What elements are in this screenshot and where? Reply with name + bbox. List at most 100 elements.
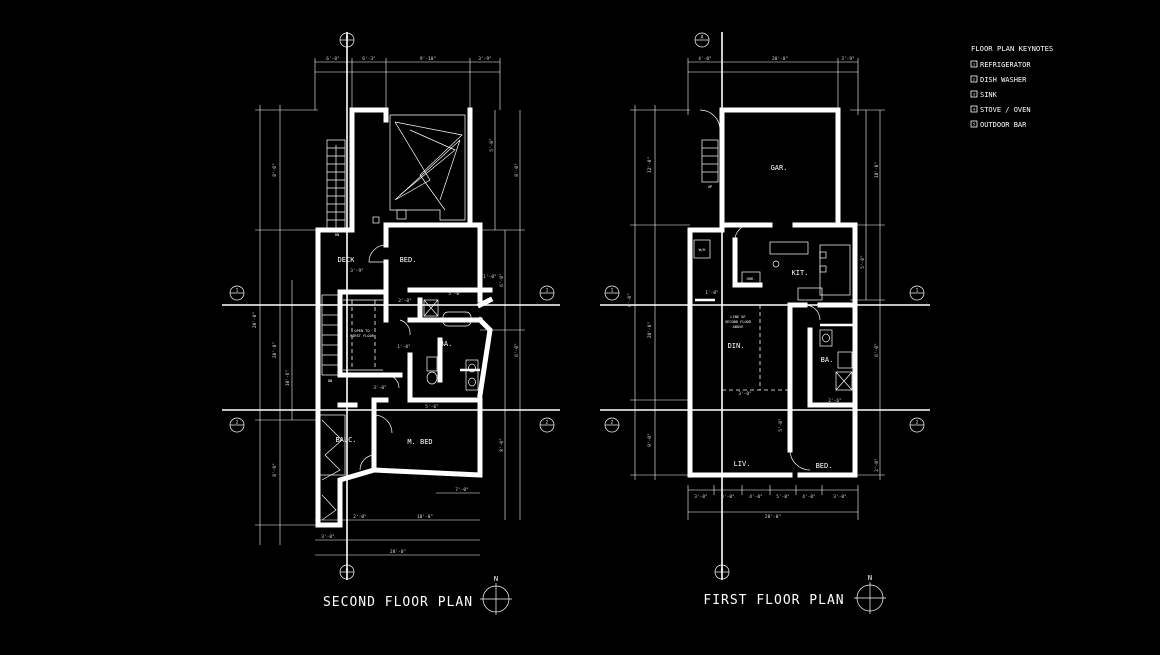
kitchen-counter xyxy=(819,244,851,296)
grid-label: 1 xyxy=(916,288,919,294)
header-box xyxy=(741,271,761,285)
second-floor-fixtures xyxy=(319,244,479,521)
dim-label: 12'-0" xyxy=(647,157,653,173)
dim-label: 8'-9" xyxy=(272,463,278,477)
second-floor-dimensions: 6'-0" 6'-3" 9'-10" 3'-9" 8'-0" 20'-0" 10… xyxy=(252,56,525,556)
room-label-master-bed: M. BED xyxy=(407,438,432,446)
keynote-item-outdoor-bar: 5 OUTDOOR BAR xyxy=(970,120,1027,129)
header-label: HDR. xyxy=(747,277,756,281)
open-to-below-note: FIRST FLOOR xyxy=(350,334,375,338)
dim-label: 3'-0" xyxy=(321,534,335,540)
north-arrow-icon: N xyxy=(854,574,886,614)
first-floor-grid-markers: A A 1 2 1 2 xyxy=(604,32,925,580)
dim-label: 20'-0" xyxy=(272,342,278,358)
dim-label: 8'-0" xyxy=(514,163,520,177)
keynote-tag xyxy=(819,265,827,273)
keynote-tag xyxy=(819,251,827,259)
room-label-bath: BA. xyxy=(440,340,453,348)
first-floor-plan-title: FIRST FLOOR PLAN xyxy=(703,593,844,608)
room-label-kitchen: KIT. xyxy=(792,269,809,277)
second-floor-above-note: LINE OF xyxy=(730,315,745,319)
stair-label: DN xyxy=(328,379,332,383)
keynote-label: OUTDOOR BAR xyxy=(980,121,1027,129)
second-floor-above-note: ABOVE xyxy=(733,325,744,329)
first-floor-interior-dims: 1'-0" 3'-0" 2'-6" 5'-0" xyxy=(705,290,842,432)
room-label-bed: BED. xyxy=(400,256,417,264)
dim-label: 28'-0" xyxy=(765,514,781,520)
second-floor-interior-dims: 3'-9" 2'-0" 5'-0" 3'-0" 5'-6" 1'-0" 1'-0… xyxy=(350,268,497,410)
balcony-rail xyxy=(319,414,346,476)
dim-label: 5'-0" xyxy=(776,494,790,500)
toilet xyxy=(837,351,853,369)
dim-label: 3'-9" xyxy=(350,268,364,274)
dim-label: 18'-0" xyxy=(417,514,433,520)
dim-label: 7'-0" xyxy=(455,487,469,493)
dim-label: 6'-0" xyxy=(326,56,340,62)
keynote-label: DISH WASHER xyxy=(980,76,1027,84)
dim-label: 4'-0" xyxy=(802,494,816,500)
water-heater-label: W/H xyxy=(699,248,706,252)
open-to-below-note: OPEN TO xyxy=(354,329,369,333)
keynote-label: SINK xyxy=(980,91,998,99)
keynote-item-sink: 3 SINK xyxy=(970,90,998,99)
stair-label: DN xyxy=(335,233,339,237)
dim-label: 2'-6" xyxy=(828,398,842,404)
first-floor-fixtures: W/H HDR. xyxy=(693,224,853,471)
keynote-item-refrigerator: 1 REFRIGERATOR xyxy=(970,60,1031,69)
grid-label: 2 xyxy=(546,420,549,426)
shower xyxy=(835,371,853,391)
second-floor-above-note: SECOND FLOOR xyxy=(725,320,752,324)
toilet xyxy=(426,356,438,372)
second-floor-plan: A A 1 2 1 2 6'-0" 6'-3" xyxy=(222,32,560,615)
first-floor-dimensions: 4'-0" 20'-0" 3'-9" 12'-0" 20'-0" 9'-0" 6… xyxy=(627,56,885,520)
room-label-dining: DIN. xyxy=(728,342,745,350)
bath-sink xyxy=(819,329,833,347)
grid-label: 2 xyxy=(916,420,919,426)
water-heater xyxy=(693,239,711,259)
keynotes-title: FLOOR PLAN KEYNOTES xyxy=(971,44,1053,53)
keynote-number: 4 xyxy=(973,108,975,112)
grid-label: A xyxy=(346,567,349,573)
keynote-number: 5 xyxy=(973,123,975,127)
dim-label: 5'-0" xyxy=(778,418,784,432)
stair-run xyxy=(701,139,719,183)
kitchen-island xyxy=(769,241,809,255)
room-label-bath: BA. xyxy=(821,356,834,364)
dim-label: 6'-0" xyxy=(499,273,505,287)
keynote-number: 3 xyxy=(973,93,975,97)
first-floor-plan: A A 1 2 1 2 4'-0" 20'-0" 3'-9 xyxy=(600,32,930,614)
dim-label: 1'-0" xyxy=(705,290,719,296)
dim-label: 6'-0" xyxy=(627,293,633,307)
grid-label: A xyxy=(346,35,349,41)
grid-label: 1 xyxy=(236,288,239,294)
grid-label: 1 xyxy=(611,288,614,294)
shower xyxy=(423,299,439,317)
second-floor-walls xyxy=(315,107,494,528)
grid-label: 1 xyxy=(546,288,549,294)
dim-label: 18'-0" xyxy=(874,162,880,178)
dim-label: 9'-0" xyxy=(647,433,653,447)
dim-label: 6'-3" xyxy=(362,56,376,62)
keynote-number: 1 xyxy=(973,63,975,67)
first-floor-room-labels: GAR. KIT. DIN. BA. LIV. BED. LINE OF SEC… xyxy=(725,164,833,470)
room-label-living: LIV. xyxy=(734,460,751,468)
dim-label: 5'-6" xyxy=(425,404,439,410)
dim-label: 3'-0" xyxy=(373,385,387,391)
first-floor-grid-lines xyxy=(600,32,930,580)
dim-label: 3'-0" xyxy=(833,494,847,500)
dim-label: 10'-6" xyxy=(285,370,291,386)
north-arrow-icon: N xyxy=(480,575,512,615)
dim-label: 5'-0" xyxy=(860,255,866,269)
dim-label: 4'-0" xyxy=(749,494,763,500)
stair-run xyxy=(326,139,346,231)
second-floor-stair: DN DN xyxy=(321,139,346,383)
dim-label: 3'-0" xyxy=(738,391,752,397)
dim-label: 2'-0" xyxy=(874,458,880,472)
dim-label: 3'-9" xyxy=(841,56,855,62)
dim-label: 28'-0" xyxy=(390,549,406,555)
vanity xyxy=(465,359,479,391)
dim-label: 3'-0" xyxy=(694,494,708,500)
sink-counter xyxy=(797,287,823,301)
dim-label: 3'-9" xyxy=(478,56,492,62)
